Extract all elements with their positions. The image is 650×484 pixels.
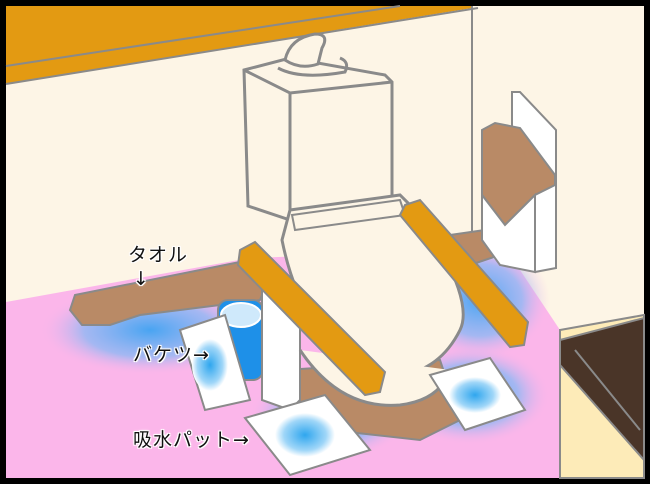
grab-bar-left	[236, 240, 387, 397]
pad-label: 吸水パット→	[133, 429, 250, 451]
side-counter	[559, 313, 645, 479]
toilet-tank	[242, 32, 394, 222]
grab-bar-right	[398, 198, 530, 349]
towel-label: タオル	[128, 244, 189, 266]
absorbent-pad-right	[428, 356, 527, 432]
absorbent-pad-back	[178, 313, 252, 412]
bucket-label: バケツ→	[133, 344, 210, 366]
paper-holder	[481, 91, 557, 274]
towel-arrow: ↓	[133, 268, 150, 290]
absorbent-pad-left	[243, 393, 372, 477]
